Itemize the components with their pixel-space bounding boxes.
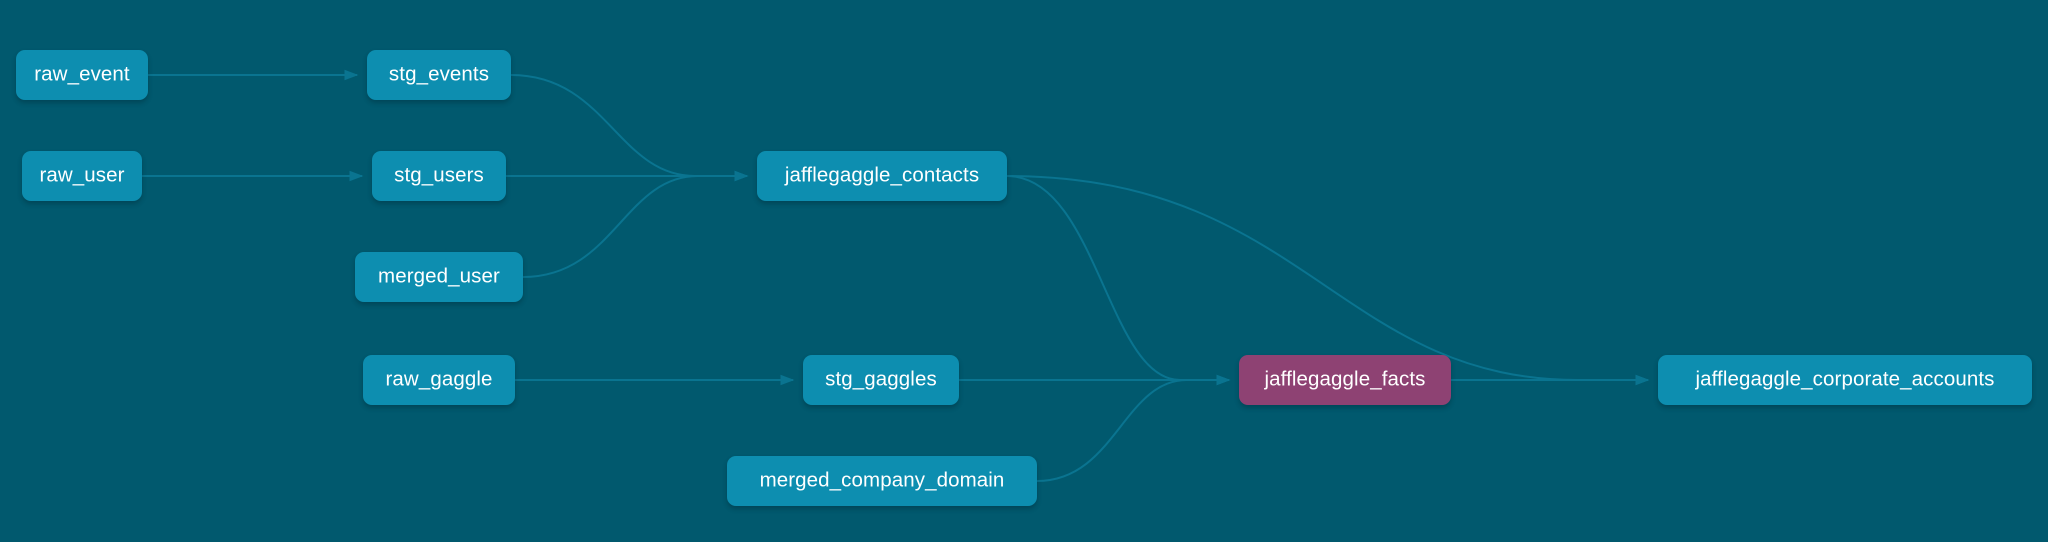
graph-node-merged_company_domain[interactable]: merged_company_domain xyxy=(727,456,1037,506)
graph-node-label: merged_company_domain xyxy=(759,468,1005,492)
graph-node-jafflegaggle_facts[interactable]: jafflegaggle_facts xyxy=(1239,355,1451,405)
graph-node-jafflegaggle_contacts[interactable]: jafflegaggle_contacts xyxy=(757,151,1007,201)
graph-node-merged_user[interactable]: merged_user xyxy=(355,252,523,302)
graph-node-raw_gaggle[interactable]: raw_gaggle xyxy=(363,355,515,405)
graph-node-label: stg_users xyxy=(394,163,484,187)
graph-node-label: jafflegaggle_contacts xyxy=(784,163,980,187)
graph-edge-jafflegaggle_contacts-to-jafflegaggle_facts xyxy=(1006,175,1231,386)
graph-edge-stg_events-to-jafflegaggle_contacts xyxy=(510,74,749,182)
graph-node-label: jafflegaggle_corporate_accounts xyxy=(1695,367,1995,391)
graph-node-label: stg_gaggles xyxy=(825,367,937,391)
graph-node-stg_users[interactable]: stg_users xyxy=(372,151,506,201)
graph-node-label: jafflegaggle_facts xyxy=(1264,367,1426,391)
graph-node-label: raw_gaggle xyxy=(385,367,493,391)
graph-node-jafflegaggle_corporate_accounts[interactable]: jafflegaggle_corporate_accounts xyxy=(1658,355,2032,405)
graph-node-stg_gaggles[interactable]: stg_gaggles xyxy=(803,355,959,405)
graph-node-label: raw_user xyxy=(39,163,125,187)
graph-node-stg_events[interactable]: stg_events xyxy=(367,50,511,100)
graph-node-raw_user[interactable]: raw_user xyxy=(22,151,142,201)
graph-edge-merged_user-to-jafflegaggle_contacts xyxy=(522,170,749,278)
graph-node-label: stg_events xyxy=(388,62,490,86)
graph-node-label: raw_event xyxy=(34,62,130,86)
graph-node-label: merged_user xyxy=(378,264,500,288)
graph-edge-merged_company_domain-to-jafflegaggle_facts xyxy=(1036,374,1231,482)
graph-node-raw_event[interactable]: raw_event xyxy=(16,50,148,100)
graph-edge-jafflegaggle_contacts-to-jafflegaggle_corporate_accounts xyxy=(1006,175,1650,386)
